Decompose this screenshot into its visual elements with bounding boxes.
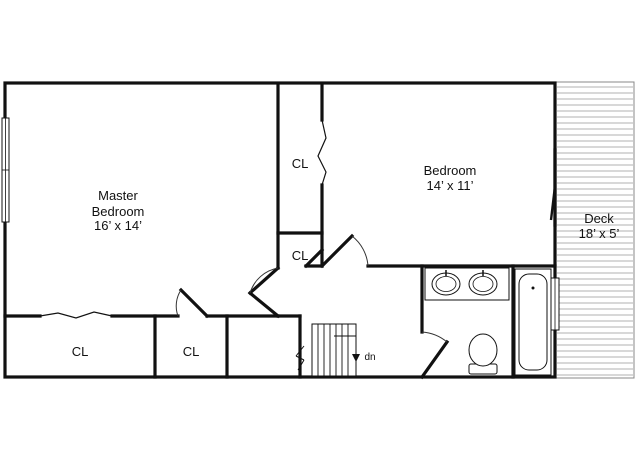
deck-label: Deck: [584, 211, 614, 226]
stairs: [295, 323, 360, 377]
deck-hatching: [557, 86, 633, 376]
closet-middle-label: CL: [292, 248, 309, 263]
deck-size: 18’ x 5’: [579, 226, 620, 241]
master-bedroom-label-line1: Master: [98, 188, 138, 203]
bathtub: [514, 268, 552, 376]
stairs-arrow-head-icon: [352, 354, 360, 362]
toilet: [468, 333, 498, 375]
master-bedroom-label-line2: Bedroom: [92, 204, 145, 219]
deck-window: [550, 277, 560, 331]
bedroom-label: Bedroom: [424, 163, 477, 178]
deck: [555, 81, 635, 379]
bedroom-size: 14’ x 11’: [427, 178, 474, 193]
stairs-down-arrow: [334, 335, 357, 360]
closet-center-label: CL: [183, 344, 200, 359]
double-vanity: [424, 267, 510, 301]
master-bedroom-size: 16’ x 14’: [94, 218, 142, 233]
closet-bifold-doors: [39, 119, 557, 319]
left-window: [1, 117, 10, 223]
exterior-walls: [3, 81, 557, 379]
swing-doors: [175, 233, 450, 380]
interior-walls: [3, 83, 557, 379]
stairs-down-label: dn: [364, 352, 375, 363]
closet-upper-label: CL: [292, 156, 309, 171]
room-labels: Master Bedroom 16’ x 14’ Bedroom 14’ x 1…: [72, 156, 620, 363]
closet-left-label: CL: [72, 344, 89, 359]
